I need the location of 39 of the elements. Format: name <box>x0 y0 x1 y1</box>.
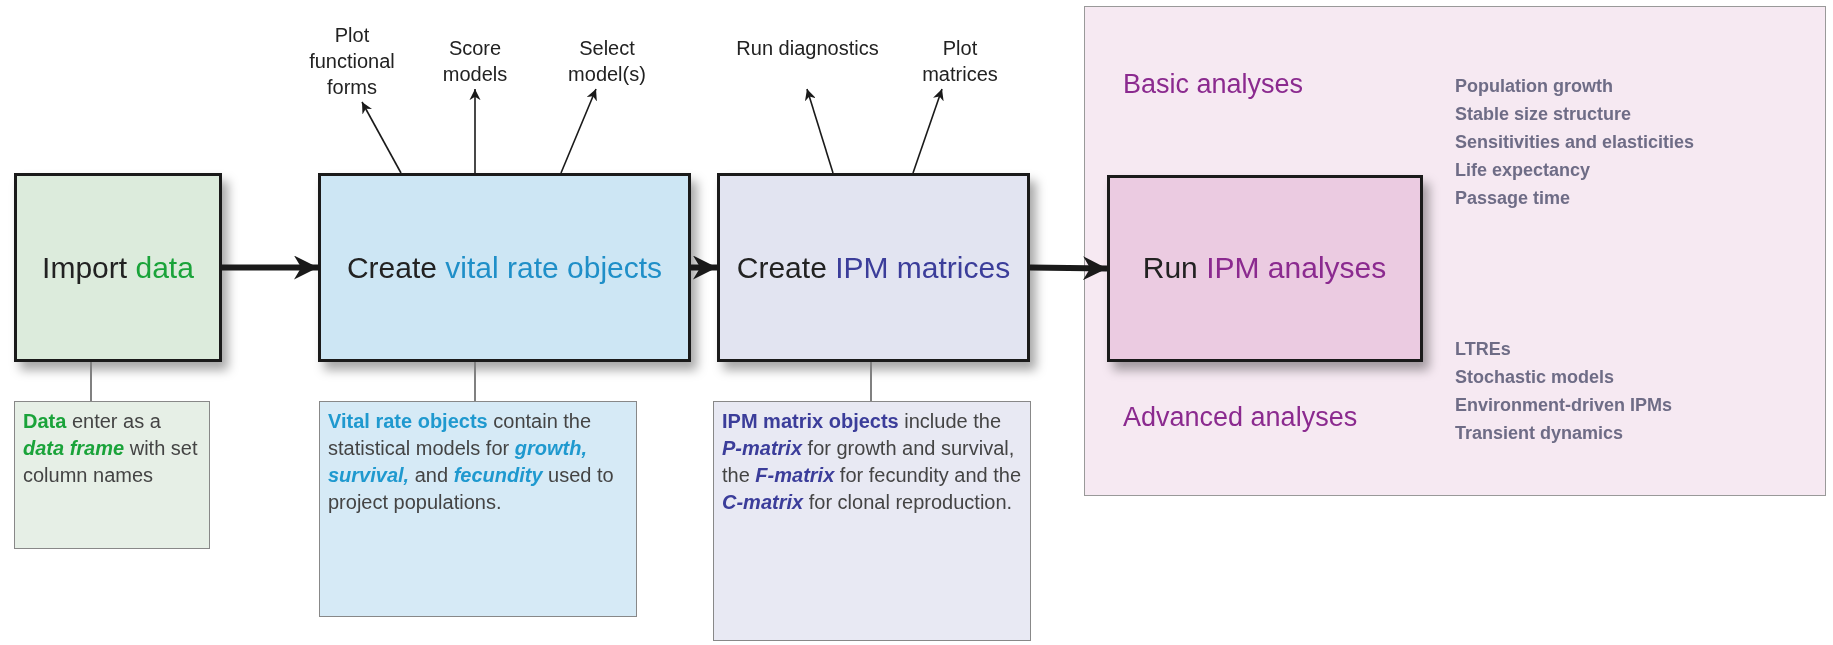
arrow <box>804 88 834 174</box>
analysis-item: Environment-driven IPMs <box>1455 395 1673 416</box>
analysis-item: LTREs <box>1455 339 1511 360</box>
note-box: Data enter as a data frame with set column names <box>14 401 210 549</box>
analysis-item: Population growth <box>1455 76 1613 97</box>
box-title: Create IPM matrices <box>735 249 1012 286</box>
output-label: Score models <box>425 35 525 89</box>
output-label: Run diagnostics <box>735 35 880 89</box>
analysis-item: Sensitivities and elasticities <box>1455 132 1695 153</box>
analysis-item: Stochastic models <box>1455 367 1615 388</box>
box-title: Import data <box>41 249 195 286</box>
process-box <box>717 173 1030 362</box>
analysis-item: Life expectancy <box>1455 160 1591 181</box>
analyses-panel <box>1084 6 1826 496</box>
box-title: Create vital rate objects <box>345 249 664 286</box>
process-box <box>14 173 222 362</box>
arrow <box>361 101 402 174</box>
arrow <box>691 255 717 280</box>
note-box: IPM matrix objects include the P-matrix for growth and survival, the F-matrix for fecundity and the C-matrix for clonal reproduction. <box>713 401 1031 641</box>
process-box <box>1106 174 1423 362</box>
connector-line <box>870 361 872 402</box>
section-heading: Advanced analyses <box>1123 402 1358 433</box>
connector-line <box>90 361 92 402</box>
arrow <box>222 255 318 280</box>
connector-line <box>474 361 476 402</box>
section-heading: Basic analyses <box>1123 69 1304 100</box>
output-label: Select model(s) <box>545 35 669 89</box>
output-label: Plot matrices <box>912 35 1008 89</box>
arrow <box>912 88 944 174</box>
process-box <box>318 173 691 362</box>
arrow <box>560 88 597 174</box>
analysis-item: Stable size structure <box>1455 104 1632 125</box>
analysis-item: Passage time <box>1455 188 1571 209</box>
box-title: Run IPM analyses <box>1141 250 1388 286</box>
note-box: Vital rate objects contain the statistical models for growth, survival, and fecundity used to project populations. <box>319 401 637 617</box>
arrow <box>1029 256 1108 281</box>
output-label: Plot functional forms <box>296 22 408 102</box>
arrow <box>469 88 481 174</box>
analysis-item: Transient dynamics <box>1455 423 1624 444</box>
